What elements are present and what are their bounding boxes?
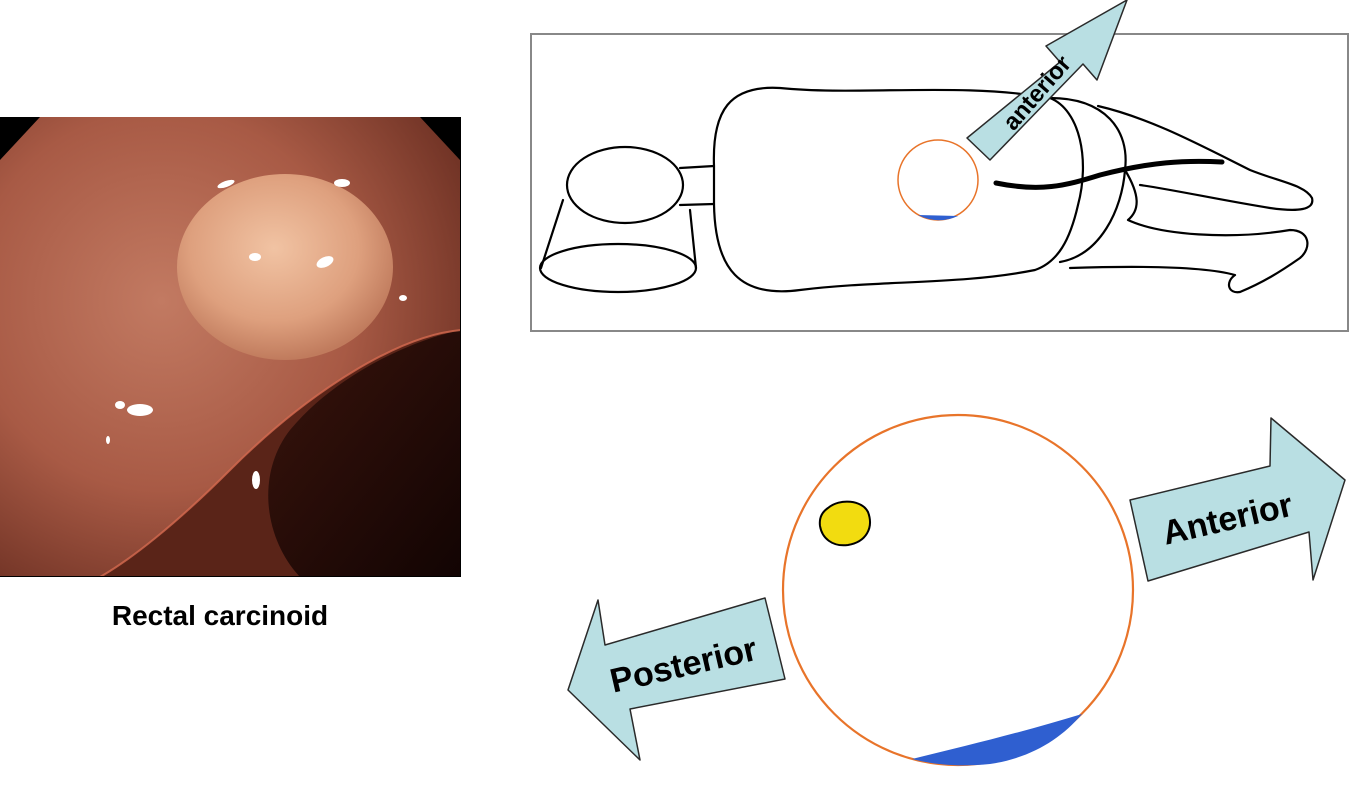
position-diagram: anterior bbox=[530, 0, 1349, 332]
rectum-ring-large bbox=[781, 413, 1135, 767]
carcinoid-polyp bbox=[177, 174, 393, 360]
fluid-small bbox=[918, 215, 958, 221]
glare bbox=[249, 253, 261, 261]
cross-section: Anterior Posterior bbox=[567, 413, 1346, 767]
endoscopy-caption: Rectal carcinoid bbox=[111, 600, 329, 631]
endoscopy-image bbox=[0, 117, 461, 577]
endoscope bbox=[993, 158, 1225, 190]
rectum-ring-small bbox=[897, 139, 979, 221]
carcinoid-lesion bbox=[818, 500, 871, 547]
posterior-arrow: Posterior bbox=[567, 597, 786, 761]
fluid-level bbox=[912, 714, 1082, 766]
patient-figure bbox=[538, 86, 1314, 294]
lumen bbox=[268, 330, 460, 576]
anterior-arrow: Anterior bbox=[1129, 417, 1346, 582]
